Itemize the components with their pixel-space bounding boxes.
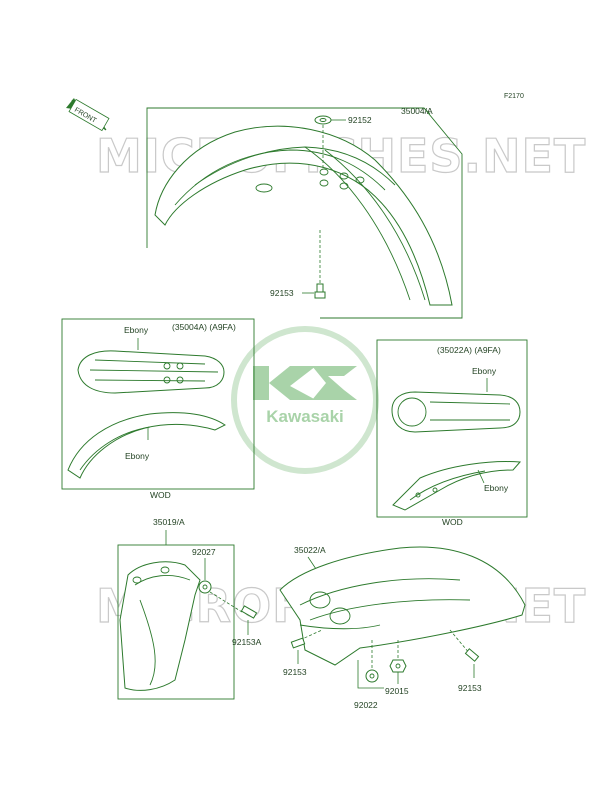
- part-92153a: [240, 605, 258, 619]
- front-arrow-icon: FRONT: [66, 98, 110, 132]
- diagram-code: F2170: [504, 93, 524, 100]
- label-92153-top: 92153: [270, 288, 294, 298]
- label-ebony-front-1: Ebony: [124, 325, 149, 335]
- kawasaki-logo: Kawasaki: [231, 326, 379, 474]
- ebony-rear-box: [376, 339, 528, 518]
- label-92153a: 92153A: [232, 637, 262, 647]
- part-92153-left: [290, 637, 306, 649]
- label-wod-right: WOD: [442, 517, 463, 527]
- part-92027: [198, 580, 212, 594]
- ebony-rear-code: (35022A) (A9FA): [437, 345, 501, 355]
- ebony-rear-fender-side: [392, 461, 522, 511]
- label-ebony-rear-1: Ebony: [472, 366, 497, 376]
- ebony-front-box: [61, 318, 255, 490]
- label-wod-left: WOD: [150, 490, 171, 500]
- part-92153-top: [314, 283, 326, 299]
- label-35019a: 35019/A: [153, 517, 185, 527]
- label-92153-left: 92153: [283, 667, 307, 677]
- label-92153-right: 92153: [458, 683, 482, 693]
- label-92015: 92015: [385, 686, 409, 696]
- front-fender: [154, 125, 453, 306]
- logo-text: Kawasaki: [266, 407, 344, 426]
- label-92022: 92022: [354, 700, 378, 710]
- part-92022: [365, 669, 379, 683]
- front-fender-box: [146, 107, 463, 319]
- part-92015: [389, 659, 407, 673]
- label-ebony-rear-2: Ebony: [484, 483, 509, 493]
- ebony-front-code: (35004A) (A9FA): [172, 322, 236, 332]
- ebony-rear-fender-top: [391, 391, 521, 433]
- part-92153-right: [464, 648, 480, 662]
- side-cover-box: [117, 544, 235, 700]
- part-92152: [314, 115, 346, 125]
- label-92027: 92027: [192, 547, 216, 557]
- side-cover: [119, 561, 201, 691]
- label-35022a: 35022/A: [294, 545, 326, 555]
- rear-fender: [279, 546, 526, 666]
- ebony-front-fender-side: [67, 412, 226, 479]
- ebony-front-fender-top: [77, 350, 225, 394]
- label-92152: 92152: [348, 115, 372, 125]
- label-ebony-front-2: Ebony: [125, 451, 150, 461]
- label-35004a: 35004/A: [401, 106, 433, 116]
